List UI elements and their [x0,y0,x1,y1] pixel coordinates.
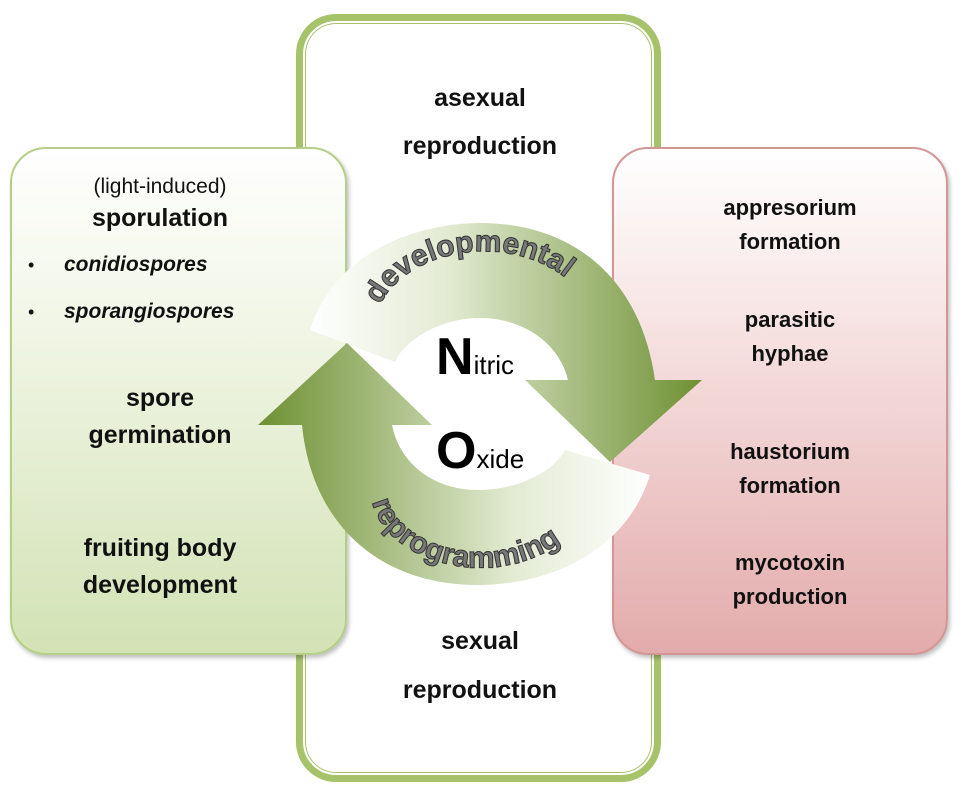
right-item4-line2: production [732,584,848,609]
right-item3-line2: formation [739,473,841,498]
bullet-dot: • [28,302,35,322]
left-item2-line2: germination [88,421,232,449]
center-bottom-line2: reproduction [402,676,558,704]
center-top-line2: reproduction [402,132,558,160]
oxide-initial: O [436,422,476,480]
left-item3-line1: fruiting body [83,534,237,562]
left-item2-line1: spore [125,384,195,412]
bullet-conidiospores: conidiospores [64,253,208,276]
top-arrow [310,223,702,462]
bullet-sporangiospores: sporangiospores [64,300,235,323]
right-item4-line1: mycotoxin [734,550,846,575]
right-item3-line1: haustorium [730,439,850,464]
right-item1-line2: formation [739,229,841,254]
nitric-initial: N [436,328,474,386]
center-top-line1: asexual [434,84,526,112]
right-item2-line1: parasitic [744,307,836,332]
left-subtitle: (light-induced) [93,175,227,198]
nitric-label: Nitric [436,328,514,386]
left-item3-line2: development [82,571,238,599]
right-item1-line1: appresorium [723,195,857,220]
oxide-label: Oxide [436,422,524,480]
left-title: sporulation [91,204,229,232]
bottom-arrow [258,343,650,585]
bullet-dot: • [28,255,35,275]
right-item2-line2: hyphae [751,341,829,366]
oxide-rest: xide [476,444,524,474]
center-bottom-line1: sexual [441,627,519,655]
nitric-rest: itric [474,350,514,380]
